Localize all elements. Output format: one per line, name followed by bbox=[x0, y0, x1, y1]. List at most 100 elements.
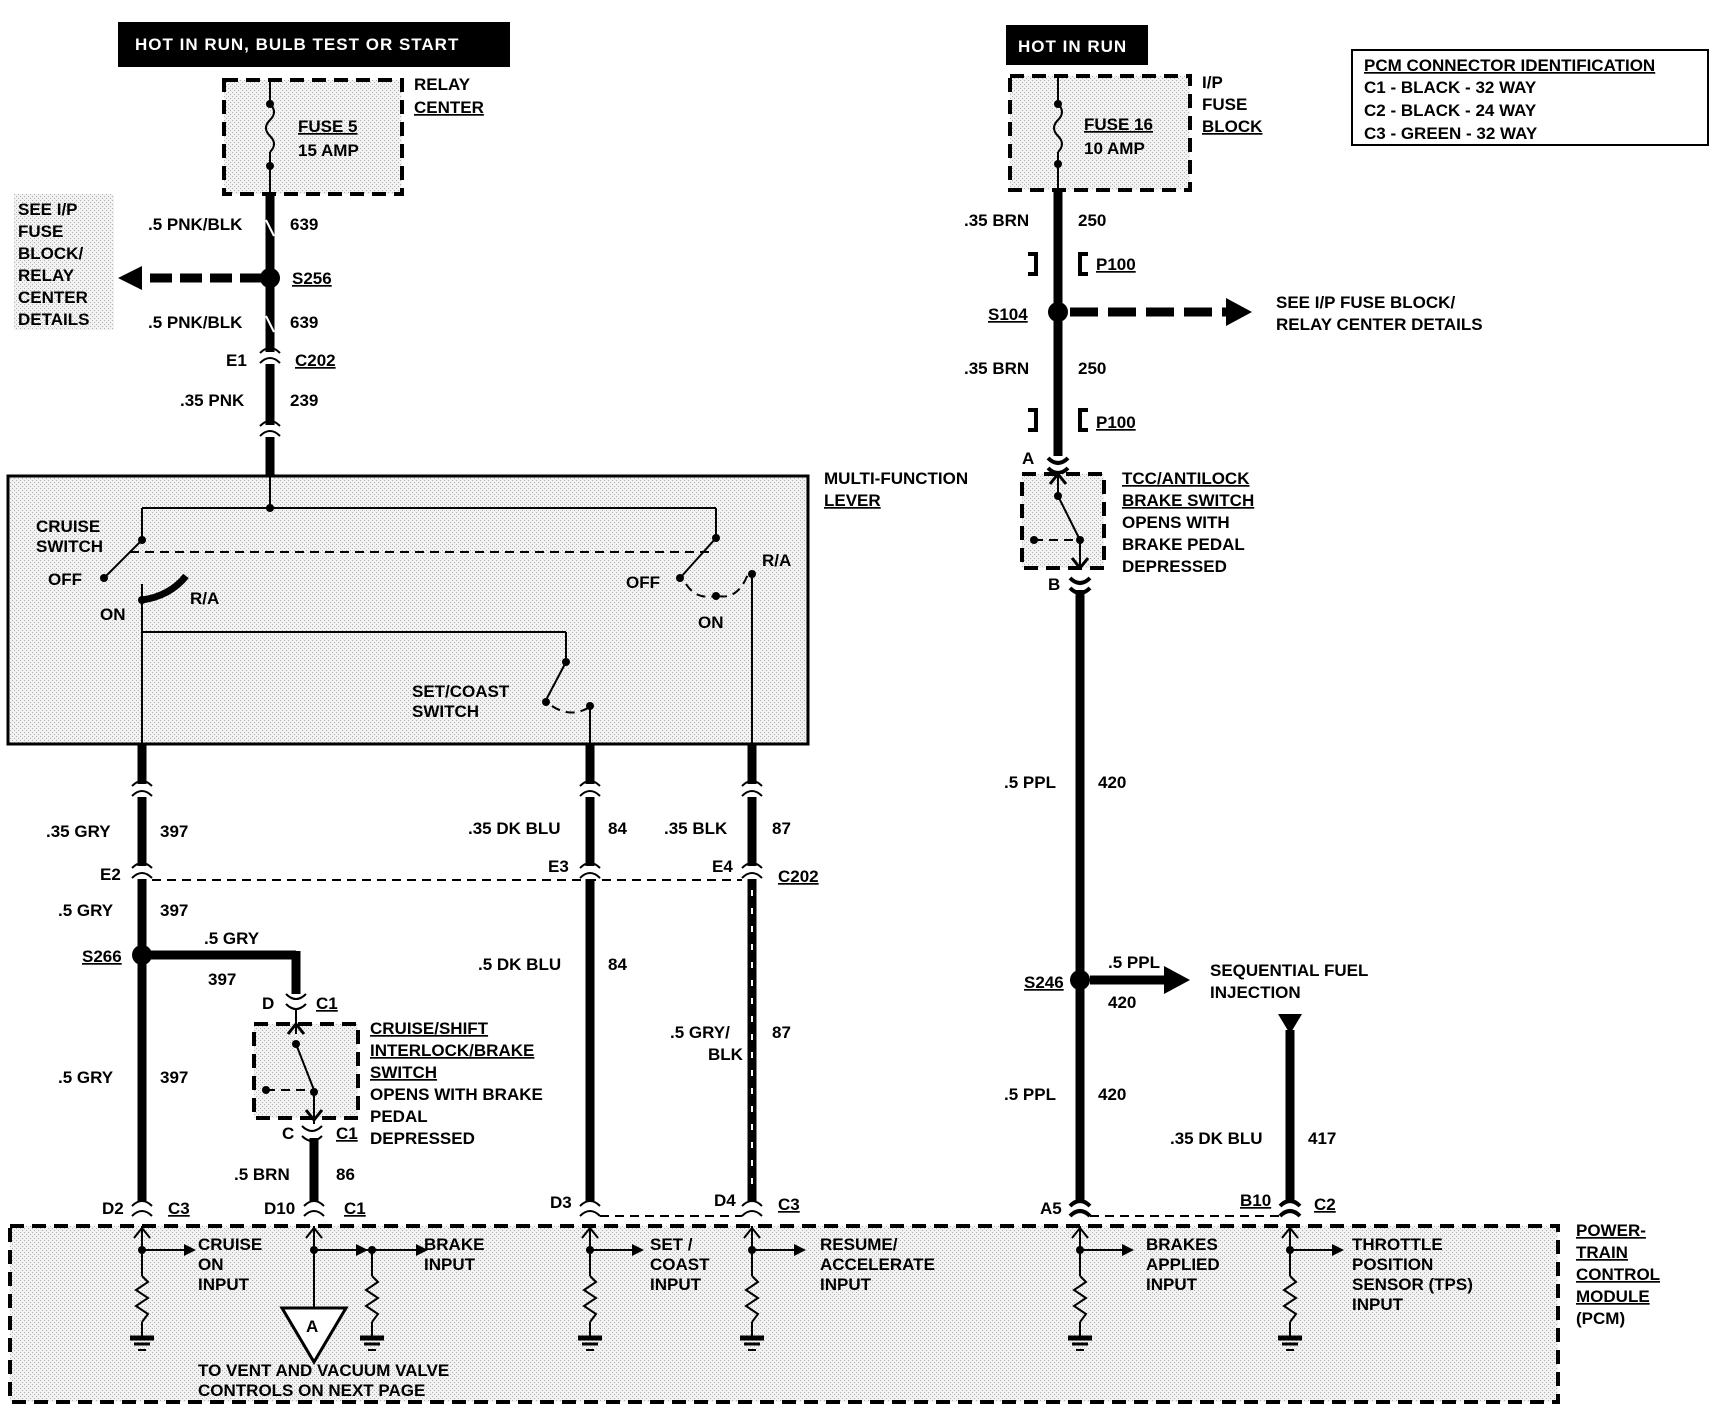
pin-d10: D10 bbox=[264, 1199, 295, 1218]
w84b-num: 84 bbox=[608, 955, 627, 974]
see-left-4: RELAY bbox=[18, 266, 75, 285]
set-coast-label1: SET/COAST bbox=[412, 682, 510, 701]
w397a-size: .35 GRY bbox=[46, 822, 111, 841]
mfl-label2: LEVER bbox=[824, 491, 881, 510]
setcoast-input-1: SET / bbox=[650, 1235, 693, 1254]
pin-b-label: B bbox=[1048, 575, 1060, 594]
pin-b10: B10 bbox=[1240, 1191, 1271, 1210]
w397b-num: 397 bbox=[160, 901, 188, 920]
w639b-num: 639 bbox=[290, 313, 318, 332]
tcc-1: TCC/ANTILOCK bbox=[1122, 469, 1250, 488]
fuse16-label: FUSE 16 bbox=[1084, 115, 1153, 134]
pcm-label-2: TRAIN bbox=[1576, 1243, 1628, 1262]
w639a-size: .5 PNK/BLK bbox=[148, 215, 243, 234]
s104-label: S104 bbox=[988, 305, 1028, 324]
see-ip-fuse-left-box: SEE I/P FUSE BLOCK/ RELAY CENTER DETAILS bbox=[14, 194, 114, 330]
pin-d3: D3 bbox=[550, 1193, 572, 1212]
cruise-input-3: INPUT bbox=[198, 1275, 250, 1294]
header-right-text: HOT IN RUN bbox=[1018, 37, 1127, 56]
w87b-size2: BLK bbox=[708, 1045, 744, 1064]
set-coast-label2: SWITCH bbox=[412, 702, 479, 721]
wire-639-239 bbox=[118, 194, 281, 476]
pcm-box bbox=[8, 1224, 1560, 1404]
header-left-text: HOT IN RUN, BULB TEST OR START bbox=[135, 35, 459, 54]
w417-num: 417 bbox=[1308, 1129, 1336, 1148]
tps-1: THROTTLE bbox=[1352, 1235, 1443, 1254]
on2-label: ON bbox=[698, 613, 724, 632]
wire-397 bbox=[131, 744, 307, 1217]
w639b-size: .5 PNK/BLK bbox=[148, 313, 243, 332]
off1-label: OFF bbox=[48, 570, 82, 589]
see-right-1: SEE I/P FUSE BLOCK/ bbox=[1276, 293, 1455, 312]
cruise-shift-6: DEPRESSED bbox=[370, 1129, 475, 1148]
w397b-size: .5 GRY bbox=[58, 901, 114, 920]
vent-note-2: CONTROLS ON NEXT PAGE bbox=[198, 1381, 425, 1400]
cruise-shift-1: CRUISE/SHIFT bbox=[370, 1019, 489, 1038]
w250b-num: 250 bbox=[1078, 359, 1106, 378]
setcoast-input-2: COAST bbox=[650, 1255, 710, 1274]
w239-size: .35 PNK bbox=[180, 391, 245, 410]
resume-input-1: RESUME/ bbox=[820, 1235, 898, 1254]
w397d-size: .5 GRY bbox=[58, 1068, 114, 1087]
pin-c1: C1 bbox=[344, 1199, 366, 1218]
c202a-label: C202 bbox=[295, 351, 336, 370]
tcc-5: DEPRESSED bbox=[1122, 557, 1227, 576]
pcm-id-row-2: C2 - BLACK - 24 WAY bbox=[1364, 101, 1537, 120]
tps-2: POSITION bbox=[1352, 1255, 1433, 1274]
tcc-2: BRAKE SWITCH bbox=[1122, 491, 1254, 510]
e4-label: E4 bbox=[712, 857, 733, 876]
fuse5-label: FUSE 5 bbox=[298, 117, 358, 136]
e3-label: E3 bbox=[548, 857, 569, 876]
cruise-input-1: CRUISE bbox=[198, 1235, 262, 1254]
w420a-num: 420 bbox=[1098, 773, 1126, 792]
pin-a-label: A bbox=[1022, 449, 1034, 468]
tps-4: INPUT bbox=[1352, 1295, 1404, 1314]
w86-num: 86 bbox=[336, 1165, 355, 1184]
e2-label: E2 bbox=[100, 865, 121, 884]
w420a-size: .5 PPL bbox=[1004, 773, 1056, 792]
e1-label: E1 bbox=[226, 351, 247, 370]
c202b-label: C202 bbox=[778, 867, 819, 886]
see-left-5: CENTER bbox=[18, 288, 88, 307]
ip-fuse-label3: BLOCK bbox=[1202, 117, 1263, 136]
w250a-num: 250 bbox=[1078, 211, 1106, 230]
pcm-label-4: MODULE bbox=[1576, 1287, 1650, 1306]
pcm-input-circuit-brakes-applied bbox=[1068, 1226, 1134, 1351]
tps-3: SENSOR (TPS) bbox=[1352, 1275, 1473, 1294]
w420b-size: .5 PPL bbox=[1004, 1085, 1056, 1104]
see-right-2: RELAY CENTER DETAILS bbox=[1276, 315, 1483, 334]
s256-label: S256 bbox=[292, 269, 332, 288]
w417-size: .35 DK BLU bbox=[1170, 1129, 1263, 1148]
cruise-switch-label1: CRUISE bbox=[36, 517, 100, 536]
relay-center-label1: RELAY bbox=[414, 75, 471, 94]
cruise-switch-label2: SWITCH bbox=[36, 537, 103, 556]
fuse16-amp: 10 AMP bbox=[1084, 139, 1145, 158]
p100a-label: P100 bbox=[1096, 255, 1136, 274]
ip-fuse-label1: I/P bbox=[1202, 73, 1223, 92]
w239-num: 239 bbox=[290, 391, 318, 410]
see-left-1: SEE I/P bbox=[18, 200, 78, 219]
pcm-input-circuit-resume bbox=[740, 1226, 806, 1351]
triangle-label: A bbox=[306, 1317, 318, 1336]
pin-a5: A5 bbox=[1040, 1199, 1062, 1218]
resume-input-3: INPUT bbox=[820, 1275, 872, 1294]
w420b-num: 420 bbox=[1098, 1085, 1126, 1104]
pin-d2: D2 bbox=[102, 1199, 124, 1218]
cruise-shift-5: PEDAL bbox=[370, 1107, 428, 1126]
wire-420 bbox=[1068, 590, 1190, 1218]
pin-c3b: C3 bbox=[778, 1195, 800, 1214]
s246-label: S246 bbox=[1024, 973, 1064, 992]
pcm-input-circuit-cruise bbox=[130, 1226, 196, 1351]
relay-center-label2: CENTER bbox=[414, 98, 484, 117]
w420-branch-num: 420 bbox=[1108, 993, 1136, 1012]
ip-fuse-block: FUSE 16 10 AMP I/P FUSE BLOCK bbox=[1008, 73, 1263, 192]
sfi-2: INJECTION bbox=[1210, 983, 1301, 1002]
on1-label: ON bbox=[100, 605, 126, 624]
off2-label: OFF bbox=[626, 573, 660, 592]
pcm-id-row-1: C1 - BLACK - 32 WAY bbox=[1364, 78, 1537, 97]
off-page-connector-a: A bbox=[279, 1250, 349, 1365]
relay-center: FUSE 5 15 AMP RELAY CENTER bbox=[222, 75, 484, 196]
resume-input-2: ACCELERATE bbox=[820, 1255, 935, 1274]
d-pin-label: D bbox=[262, 994, 274, 1013]
wire-87 bbox=[741, 744, 763, 1217]
